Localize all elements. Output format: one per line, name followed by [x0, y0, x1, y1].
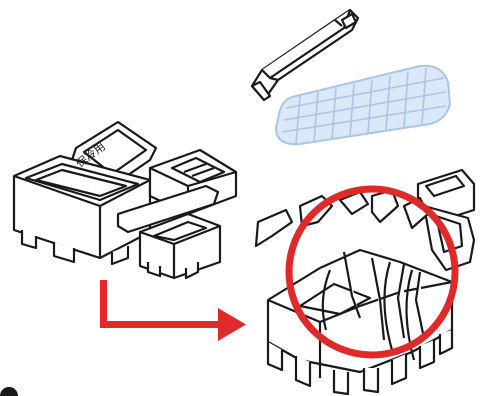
assembled-foam-packing: [12, 120, 238, 280]
step-marker: [0, 387, 18, 396]
highlight-circle: [285, 185, 459, 359]
arrow-right-icon: [100, 280, 246, 341]
foam-bar: [250, 8, 360, 102]
ice-grid: [274, 64, 452, 146]
